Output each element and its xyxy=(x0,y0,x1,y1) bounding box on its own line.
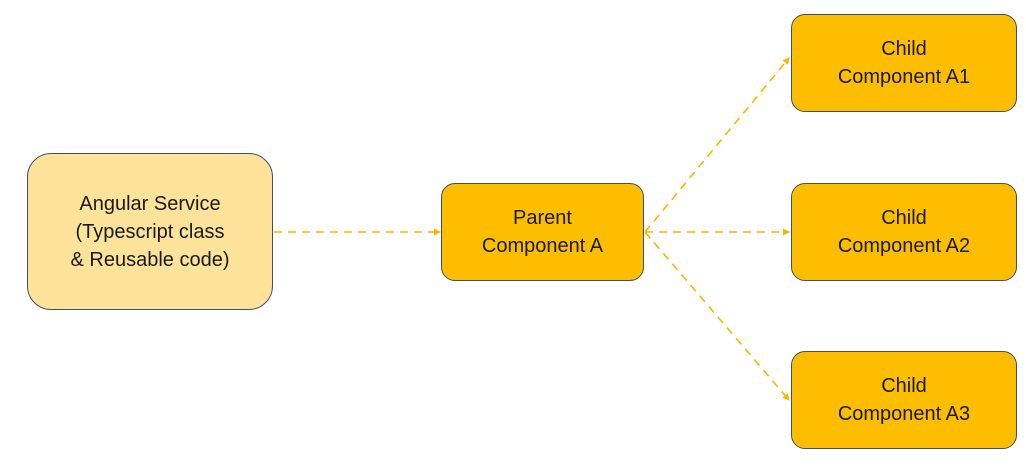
child-component-a3-label: Child Component A3 xyxy=(837,375,971,425)
child-component-a1-label: Child Component A1 xyxy=(837,38,971,88)
arrow-parent-to-child-a3 xyxy=(644,231,790,401)
child-component-a2-label: Child Component A2 xyxy=(837,207,971,257)
arrow-parent-to-child-a1 xyxy=(644,57,790,233)
angular-service-label: Angular Service (Typescript class & Reus… xyxy=(70,192,230,271)
child-component-a1-node: Child Component A1 xyxy=(791,14,1017,112)
child-component-a2-node: Child Component A2 xyxy=(791,183,1017,281)
parent-component-a-node: Parent Component A xyxy=(441,183,644,281)
parent-component-a-label: Parent Component A xyxy=(481,207,604,257)
child-component-a3-node: Child Component A3 xyxy=(791,351,1017,449)
angular-service-node: Angular Service (Typescript class & Reus… xyxy=(27,153,273,310)
